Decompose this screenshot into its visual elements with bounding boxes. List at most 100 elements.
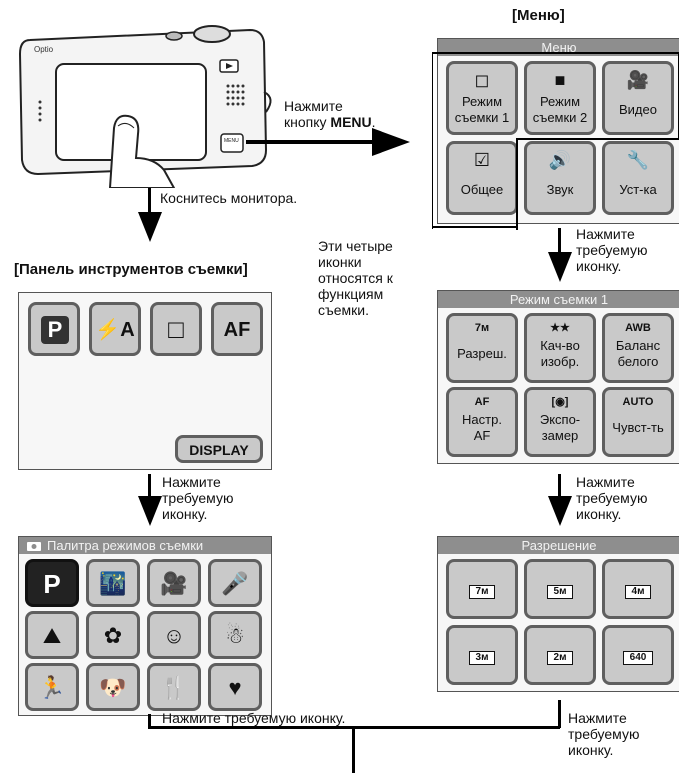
resolution-item-5[interactable]: 2м bbox=[524, 625, 596, 685]
focus-mode-button[interactable]: AF bbox=[211, 302, 263, 356]
palette-title-bar: Палитра режимов съемки bbox=[19, 537, 271, 554]
menu-item-label: Звук bbox=[546, 182, 574, 197]
camera-small-icon bbox=[27, 542, 41, 551]
arrow-down-icon bbox=[138, 496, 162, 526]
connector-line bbox=[148, 714, 151, 728]
mode1-item-2[interactable]: ★★Кач-во изобр. bbox=[524, 313, 596, 383]
arrow-down-icon bbox=[138, 212, 162, 242]
camera-mode1-icon: ◻ bbox=[474, 70, 490, 90]
mode1-item-label: Экспо- замер bbox=[539, 412, 581, 443]
palette-button-8[interactable]: ☃ bbox=[208, 611, 262, 659]
svg-text:Optio: Optio bbox=[34, 45, 54, 54]
resolution-badge: 3м bbox=[468, 651, 496, 665]
arrow-down-icon bbox=[548, 496, 572, 526]
resolution-badge: 4м bbox=[624, 585, 652, 599]
video-camera-icon: 🎥 bbox=[626, 70, 650, 90]
menu-item-5[interactable]: 🔊 Звук bbox=[524, 141, 596, 215]
palette-button-12[interactable]: ♥ bbox=[208, 663, 262, 711]
menu-item-label: Общее bbox=[460, 182, 504, 197]
night-scene-icon: 🌃 bbox=[99, 571, 127, 596]
four-icons-highlight-right bbox=[516, 138, 518, 230]
voice-record-icon: 🎤 bbox=[221, 571, 249, 596]
resolution-item-3[interactable]: 4м bbox=[602, 559, 674, 619]
mode1-item-label: Разреш. bbox=[457, 346, 507, 361]
palette-button-11[interactable]: 🍴 bbox=[147, 663, 201, 711]
display-button[interactable]: DISPLAY bbox=[175, 435, 263, 463]
palette-button-5[interactable]: ⛰ bbox=[25, 611, 79, 659]
palette-screen: Палитра режимов съемки P 🌃 🎥 🎤 ⛰ ✿ ☺ ☃ 🏃 🐶 🍴 ♥ bbox=[18, 536, 272, 716]
resolution-badge: 640 bbox=[622, 651, 654, 665]
mode1-item-badge: [◉] bbox=[551, 396, 569, 408]
four-icons-highlight-top2 bbox=[432, 52, 679, 54]
connector-line bbox=[558, 700, 561, 728]
svg-text:MENU: MENU bbox=[224, 138, 239, 144]
snow-icon: ☃ bbox=[225, 623, 245, 648]
arrow-down-icon bbox=[548, 252, 572, 282]
palette-button-3[interactable]: 🎥 bbox=[147, 559, 201, 607]
menu-item-label: Видео bbox=[619, 102, 657, 117]
palette-button-6[interactable]: ✿ bbox=[86, 611, 140, 659]
mode1-item-label: Баланс белого bbox=[615, 338, 661, 369]
video-icon: 🎥 bbox=[160, 571, 188, 596]
arrow-right-icon bbox=[372, 128, 410, 156]
drive-mode-button[interactable]: □ bbox=[150, 302, 202, 356]
frame-icon: ♥ bbox=[228, 675, 242, 700]
resolution-badge: 5м bbox=[546, 585, 574, 599]
flower-icon: ✿ bbox=[103, 623, 123, 648]
toolbar-screen: P ⚡A □ AF DISPLAY bbox=[18, 292, 272, 470]
four-icons-highlight-top bbox=[516, 138, 679, 140]
menu-item-3[interactable]: 🎥 Видео bbox=[602, 61, 674, 135]
connector-line bbox=[148, 726, 560, 729]
toolbar-header: [Панель инструментов съемки] bbox=[14, 261, 248, 278]
menu-item-2[interactable]: ■Режим съемки 2 bbox=[524, 61, 596, 135]
mode1-item-3[interactable]: AWB Баланс белого bbox=[602, 313, 674, 383]
menu-item-label: Режим съемки 1 bbox=[454, 94, 510, 125]
flash-auto-button[interactable]: ⚡A bbox=[89, 302, 141, 356]
resolution-badge: 7м bbox=[468, 585, 496, 599]
touch-monitor-text: Коснитесь монитора. bbox=[160, 190, 298, 206]
mode1-item-badge: 7м bbox=[474, 322, 490, 334]
palette-button-9[interactable]: 🏃 bbox=[25, 663, 79, 711]
palette-button-7[interactable]: ☺ bbox=[147, 611, 201, 659]
press-icon-text: Нажмите требуемую иконку. bbox=[576, 474, 648, 522]
wrench-icon: 🔧 bbox=[626, 150, 650, 170]
mode1-item-5[interactable]: [◉] Экспо- замер bbox=[524, 387, 596, 457]
connector-line bbox=[148, 188, 151, 216]
menu-item-1[interactable]: ◻ Режим съемки 1 bbox=[446, 61, 518, 135]
program-mode-button[interactable]: P bbox=[28, 302, 80, 356]
food-icon: 🍴 bbox=[160, 675, 188, 700]
resolution-item-4[interactable]: 3м bbox=[446, 625, 518, 685]
note-four-icons: Эти четыре иконки относятся к функциям с… bbox=[318, 238, 393, 318]
mode1-item-label: Настр. AF bbox=[462, 412, 502, 443]
menu-item-4[interactable]: ☑ Общее bbox=[446, 141, 518, 215]
palette-button-2[interactable]: 🌃 bbox=[86, 559, 140, 607]
palette-button-4[interactable]: 🎤 bbox=[208, 559, 262, 607]
speaker-icon: 🔊 bbox=[548, 150, 572, 170]
palette-button-10[interactable]: 🐶 bbox=[86, 663, 140, 711]
resolution-item-1[interactable]: 7м bbox=[446, 559, 518, 619]
connector-line bbox=[558, 474, 561, 500]
resolution-item-2[interactable]: 5м bbox=[524, 559, 596, 619]
sport-icon: 🏃 bbox=[38, 675, 66, 700]
four-icons-highlight bbox=[432, 52, 519, 229]
menu-item-label: Режим съемки 2 bbox=[532, 94, 588, 125]
resolution-item-6[interactable]: 640 bbox=[602, 625, 674, 685]
connector-line bbox=[558, 228, 561, 256]
mode1-item-badge: AWB bbox=[625, 322, 651, 334]
mode1-item-label: Чувст-ть bbox=[612, 420, 664, 435]
press-icon-text-bottom: Нажмите требуемую иконку. bbox=[568, 710, 640, 758]
connector-line bbox=[148, 474, 151, 500]
program-icon: P bbox=[43, 569, 61, 599]
palette-button-1[interactable]: P bbox=[25, 559, 79, 607]
press-menu-text: Нажмите кнопку MENU. bbox=[284, 98, 376, 130]
menu-header: [Меню] bbox=[512, 7, 565, 24]
landscape-icon: ⛰ bbox=[42, 623, 62, 648]
checkbox-icon: ☑ bbox=[473, 150, 491, 170]
menu-item-6[interactable]: 🔧Уст-ка bbox=[602, 141, 674, 215]
menu-screen: Меню ◻Режим съемки 1■Режим съемки 2🎥Виде… bbox=[437, 38, 679, 224]
